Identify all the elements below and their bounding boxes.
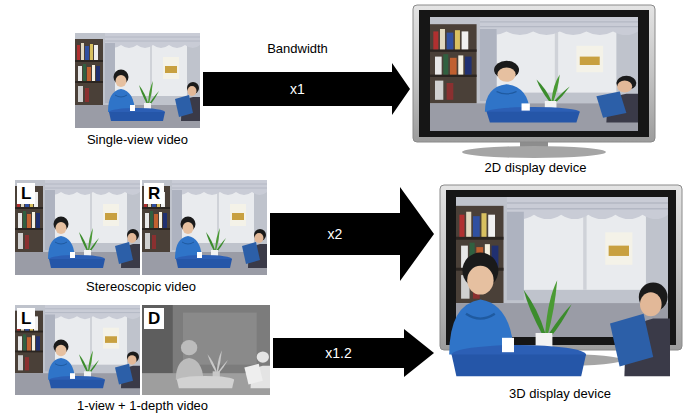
- screen-image: [430, 17, 638, 131]
- block-arrow: [203, 63, 410, 115]
- caption-text: 1-view + 1-depth video: [77, 398, 208, 413]
- bandwidth-factor: x1.2: [325, 345, 351, 361]
- bandwidth-factor: x2: [328, 226, 343, 242]
- monitor-3d: [440, 185, 682, 376]
- view-badge: L: [17, 183, 35, 204]
- popout-scene: [449, 253, 670, 377]
- view-letter: L: [21, 183, 31, 204]
- axis-label: Bandwidth: [267, 41, 328, 56]
- depth-badge: D: [144, 308, 164, 329]
- block-arrow: [273, 329, 434, 377]
- caption-text: 2D display device: [485, 160, 587, 175]
- view-letter: L: [21, 308, 31, 329]
- view-badge: R: [144, 183, 164, 204]
- video-panel: Stereoscopic video L R: [15, 180, 267, 295]
- view-letter: R: [148, 183, 160, 204]
- video-frame: [15, 180, 140, 275]
- display-panel: 3D display device: [437, 185, 683, 402]
- video-frame: [75, 33, 200, 128]
- video-frame: [15, 305, 140, 395]
- monitor-bezel: [419, 10, 649, 137]
- monitor-frame: [413, 5, 655, 142]
- view-letter: D: [148, 308, 160, 329]
- video-panel: Single-view video: [75, 33, 200, 148]
- block-arrow: [270, 187, 434, 281]
- display-panel: 2D display device: [413, 5, 658, 176]
- video-panel: 1-view + 1-depth video L D: [15, 305, 270, 414]
- monitor-2d: [413, 5, 655, 158]
- bandwidth-factor: x1: [290, 81, 305, 97]
- depth-map: [142, 305, 270, 395]
- view-badge: L: [17, 308, 35, 329]
- caption-text: Single-view video: [87, 132, 188, 147]
- monitor-base: [462, 146, 606, 158]
- caption-text: 3D display device: [509, 386, 611, 401]
- caption-text: Stereoscopic video: [86, 279, 196, 294]
- video-frame: [142, 180, 267, 275]
